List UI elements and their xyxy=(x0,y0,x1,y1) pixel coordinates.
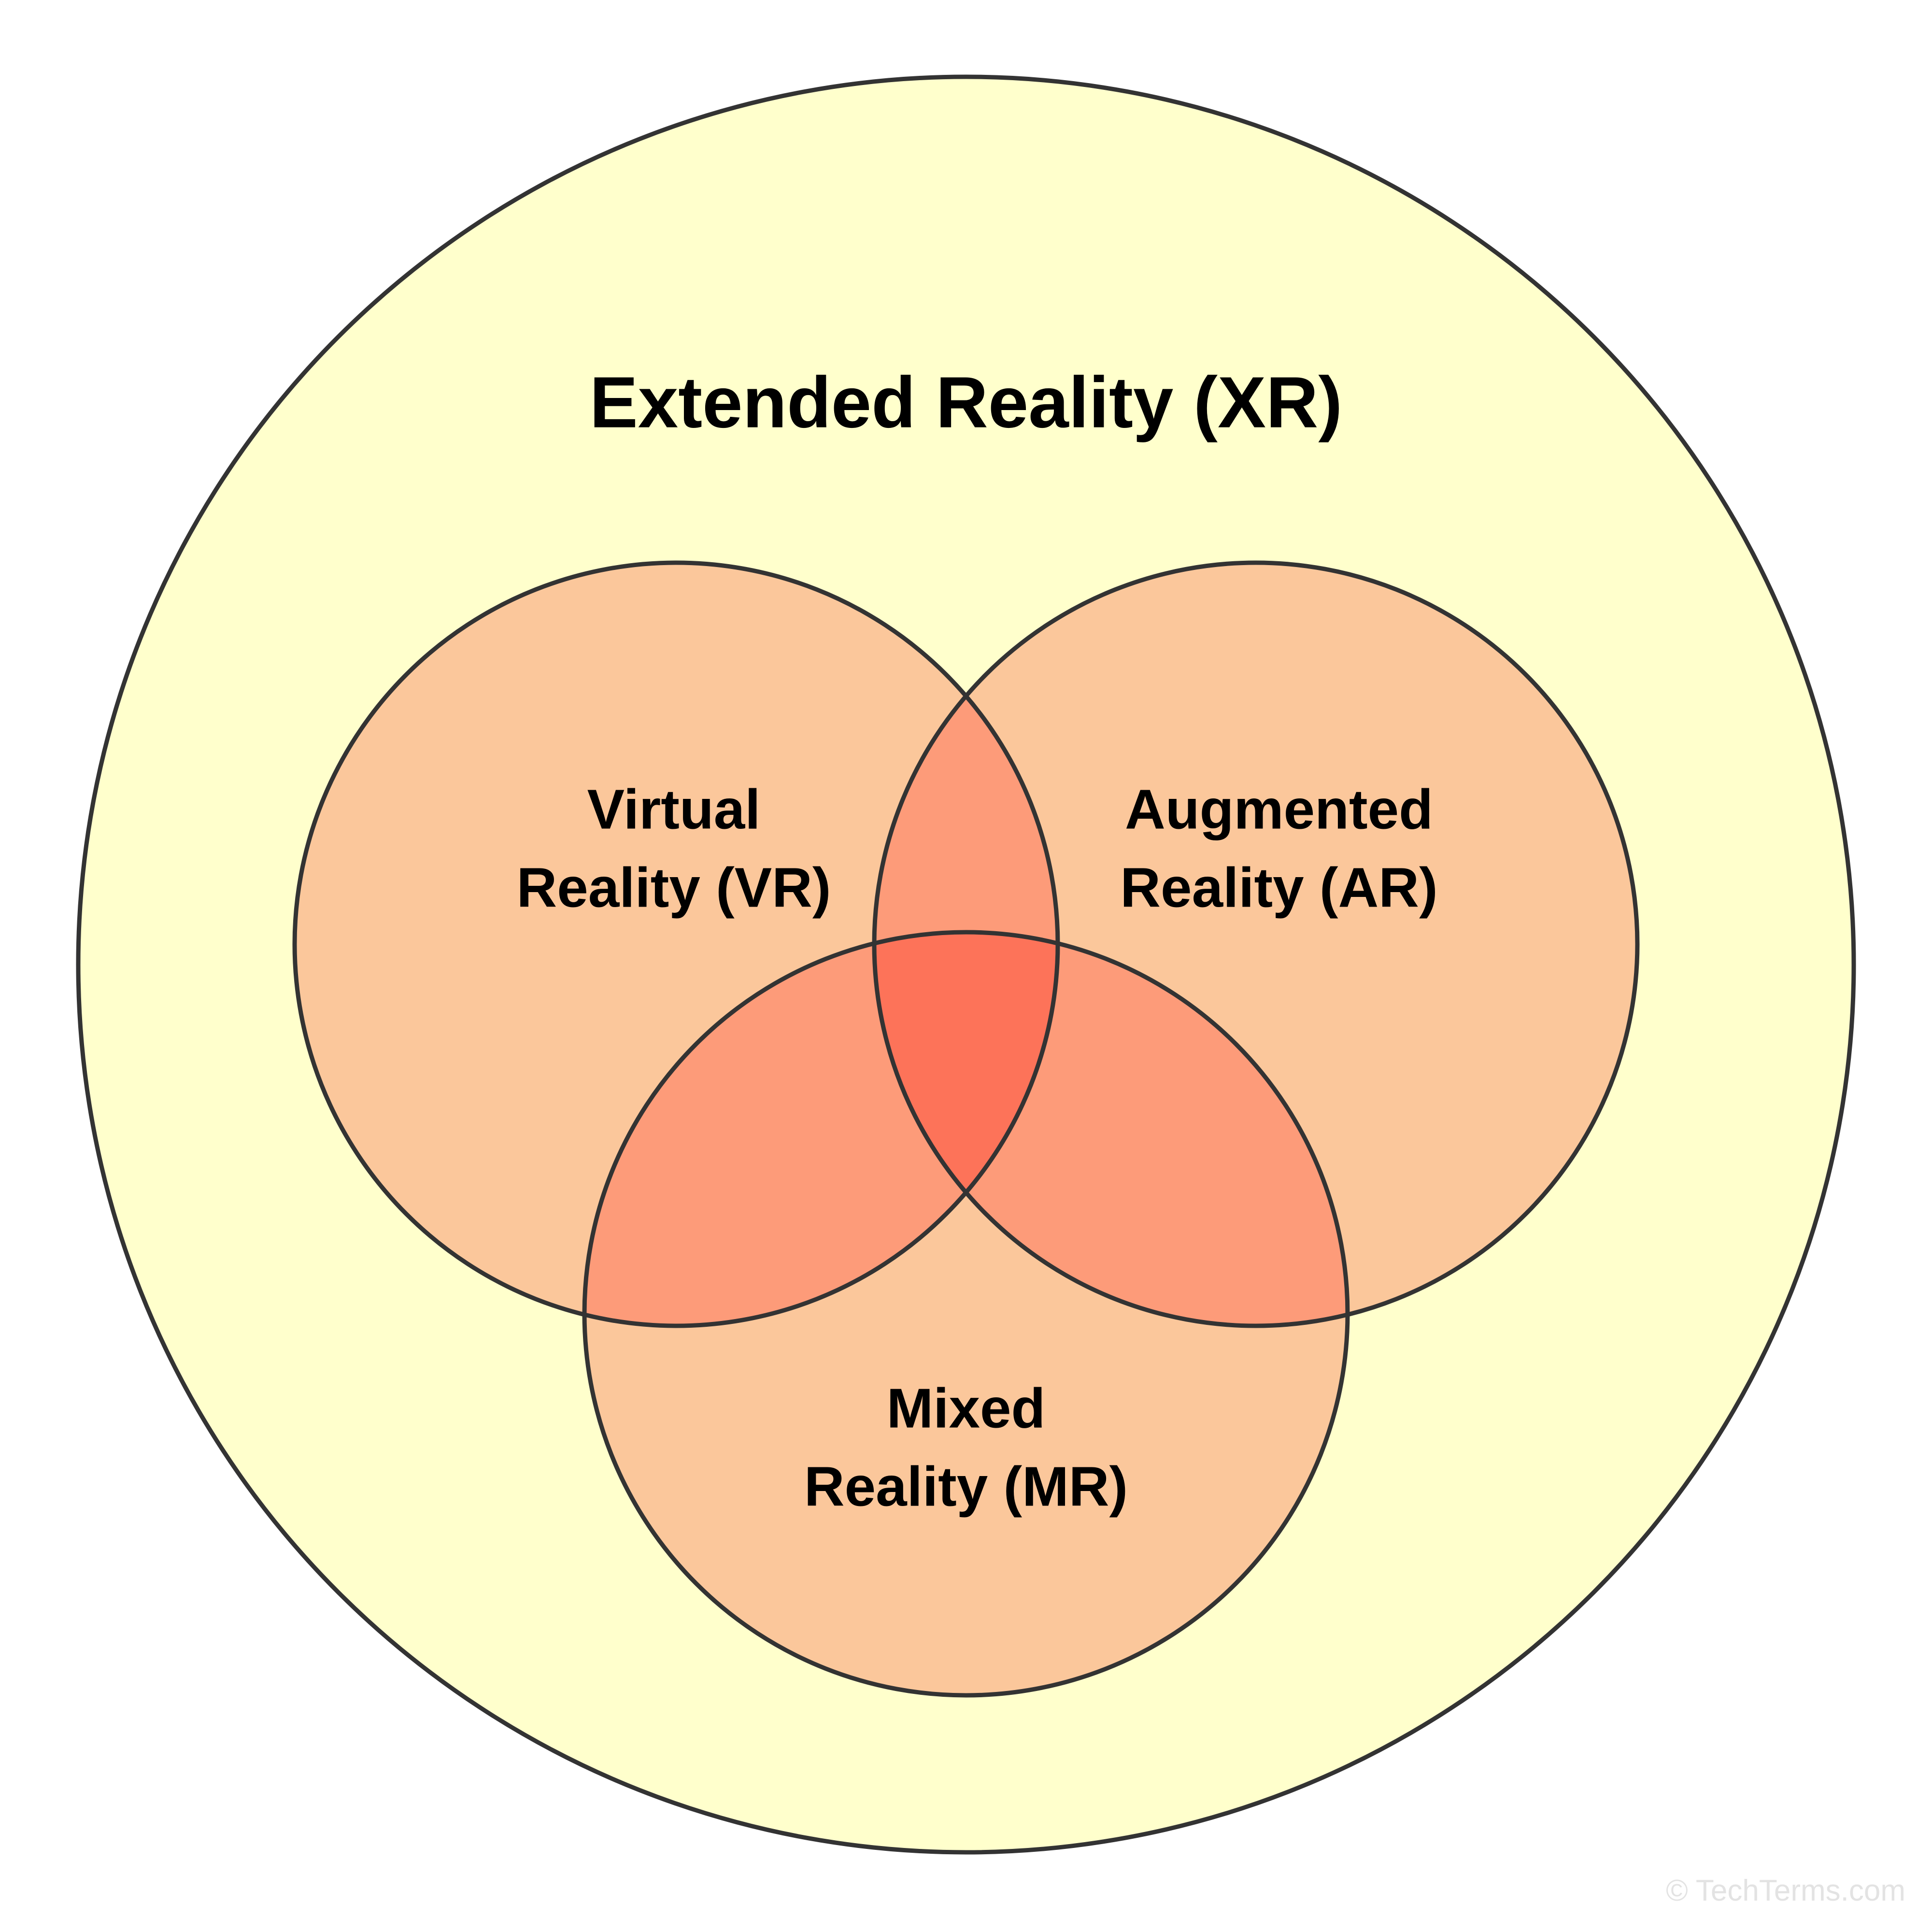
circle-outline-mr[interactable] xyxy=(582,930,1350,1698)
circle-label-vr-line1: Virtual xyxy=(587,778,761,841)
outer-circle-label-xr: Extended Reality (XR) xyxy=(590,362,1343,443)
circle-label-ar-line2: Reality (AR) xyxy=(1120,856,1437,919)
circle-label-ar-line1: Augmented xyxy=(1125,778,1433,841)
circle-label-mr-line1: Mixed xyxy=(887,1377,1046,1440)
credit-watermark: © TechTerms.com xyxy=(1666,1874,1905,1907)
circle-label-vr-line2: Reality (VR) xyxy=(516,856,831,919)
circle-label-mr-line2: Reality (MR) xyxy=(804,1455,1128,1518)
